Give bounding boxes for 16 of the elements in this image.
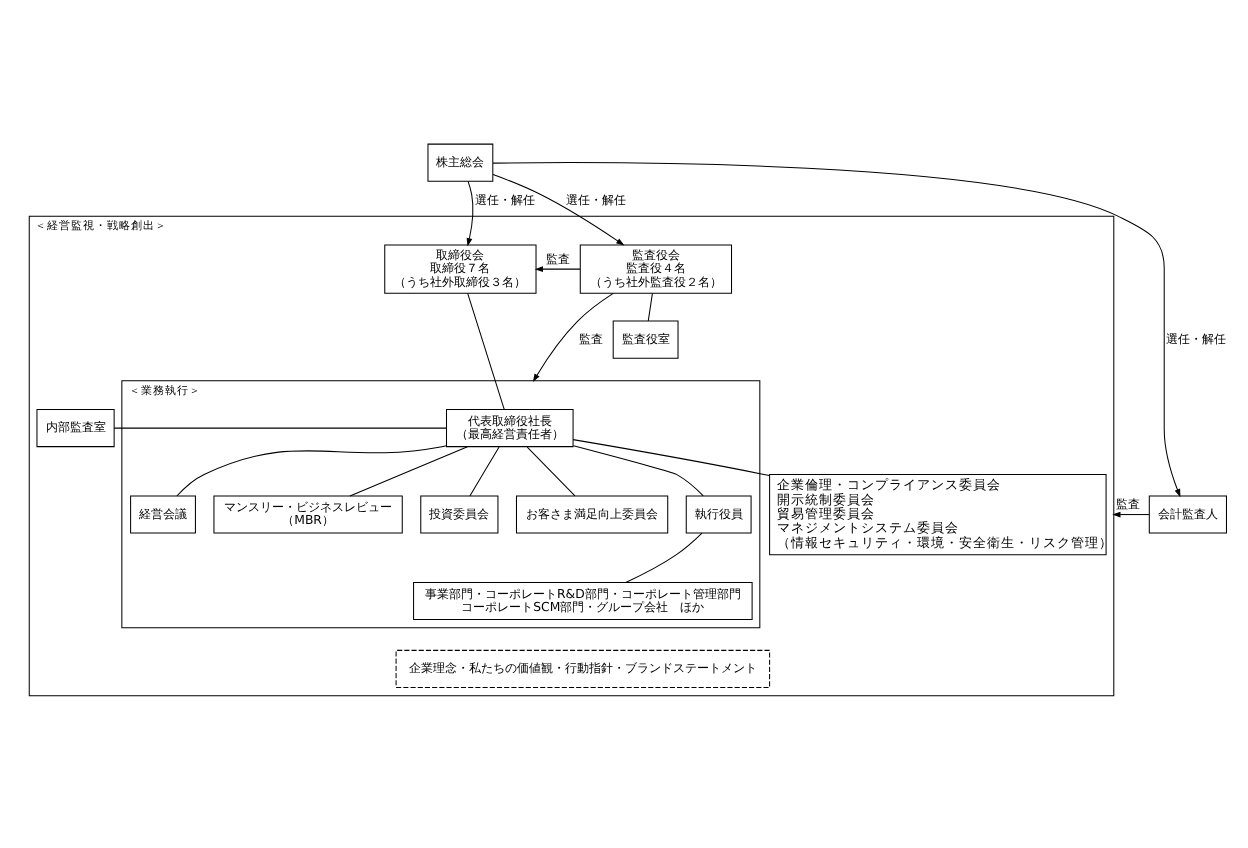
arrow <box>534 266 581 273</box>
connector <box>526 446 576 497</box>
connector <box>572 439 770 477</box>
arrow <box>492 162 1181 498</box>
connector <box>467 292 505 410</box>
arrow <box>492 174 625 246</box>
connector <box>349 446 468 497</box>
connector <box>113 427 447 429</box>
connector <box>647 292 653 322</box>
arrow <box>1112 511 1150 518</box>
arrow <box>532 292 614 383</box>
connector <box>572 445 704 497</box>
connector <box>469 446 500 497</box>
connector <box>625 532 703 583</box>
connector <box>176 445 447 497</box>
arrow <box>466 180 474 247</box>
